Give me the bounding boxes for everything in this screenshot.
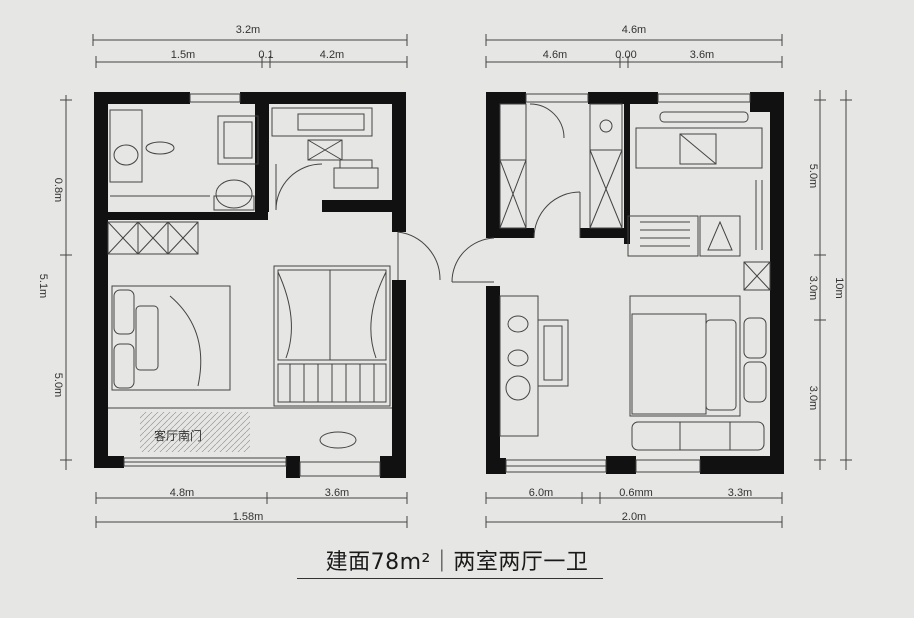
right-desk: [499, 295, 569, 437]
right-inner-label-2: 3.0m: [807, 276, 819, 300]
right-outer-label: 10m: [833, 277, 845, 298]
left-plan: [60, 34, 441, 528]
right-top-seg2-label: 0.00: [615, 49, 636, 61]
left-kitchen: [271, 107, 379, 189]
right-top-seg1-label: 4.6m: [543, 49, 567, 61]
right-side-dimensions: [814, 90, 852, 470]
right-wardrobes: [499, 103, 623, 229]
right-walls: [486, 92, 784, 474]
right-windows: [505, 93, 751, 473]
floor-plan-caption: 建面78m²｜两室两厅一卫: [325, 550, 589, 575]
left-top-seg1-label: 1.5m: [171, 49, 195, 61]
left-room-label: 客厅南门: [154, 428, 202, 443]
right-doors: [451, 103, 581, 283]
left-rug: [319, 431, 357, 449]
right-inner-label-3: 3.0m: [807, 386, 819, 410]
right-plan: [451, 34, 852, 528]
left-side-label-1: 0.8m: [52, 178, 64, 202]
left-top-dimensions: [92, 34, 408, 68]
left-top-total-label: 3.2m: [236, 24, 260, 36]
left-window-unit: [273, 265, 391, 407]
left-side-label-3: 5.0m: [52, 373, 64, 397]
left-bottom-total-label: 1.58m: [233, 511, 264, 523]
left-walls: [94, 92, 406, 478]
right-top-dimensions: [485, 34, 783, 68]
right-wall-cross: [743, 261, 771, 291]
left-doors: [275, 163, 441, 281]
right-top-seg3-label: 3.6m: [690, 49, 714, 61]
caption-underline: [297, 578, 603, 579]
left-bottom-seg1-label: 4.8m: [170, 487, 194, 499]
right-top-total-label: 4.6m: [622, 24, 646, 36]
left-bed: [108, 285, 392, 409]
left-bottom-dimensions: [95, 492, 408, 528]
left-dimension-labels: 3.2m 1.5m 0.1 4.2m 0.8m 5.1m 5.0m 4.8m 3…: [37, 24, 349, 523]
right-inner-label-1: 5.0m: [807, 164, 819, 188]
left-hatched-area: [140, 412, 250, 452]
left-bottom-seg2-label: 3.6m: [325, 487, 349, 499]
left-side-label-2: 5.1m: [37, 274, 49, 298]
right-bottom-seg2-label: 0.6mm: [619, 487, 653, 499]
right-dimension-labels: 4.6m 4.6m 0.00 3.6m 5.0m 3.0m 3.0m 10m 6…: [529, 24, 845, 523]
right-bottom-seg3-label: 3.3m: [728, 487, 752, 499]
left-windows: [123, 93, 381, 477]
left-wardrobe: [107, 221, 199, 255]
left-top-seg2-label: 0.1: [258, 49, 273, 61]
right-bottom-total-label: 2.0m: [622, 511, 646, 523]
right-kitchen: [627, 111, 763, 257]
left-bathroom-fixtures: [109, 109, 259, 211]
left-side-dimensions: [60, 95, 72, 470]
right-bottom-seg1-label: 6.0m: [529, 487, 553, 499]
right-bed: [629, 295, 767, 451]
right-bottom-dimensions: [485, 492, 783, 528]
left-top-seg3-label: 4.2m: [320, 49, 344, 61]
